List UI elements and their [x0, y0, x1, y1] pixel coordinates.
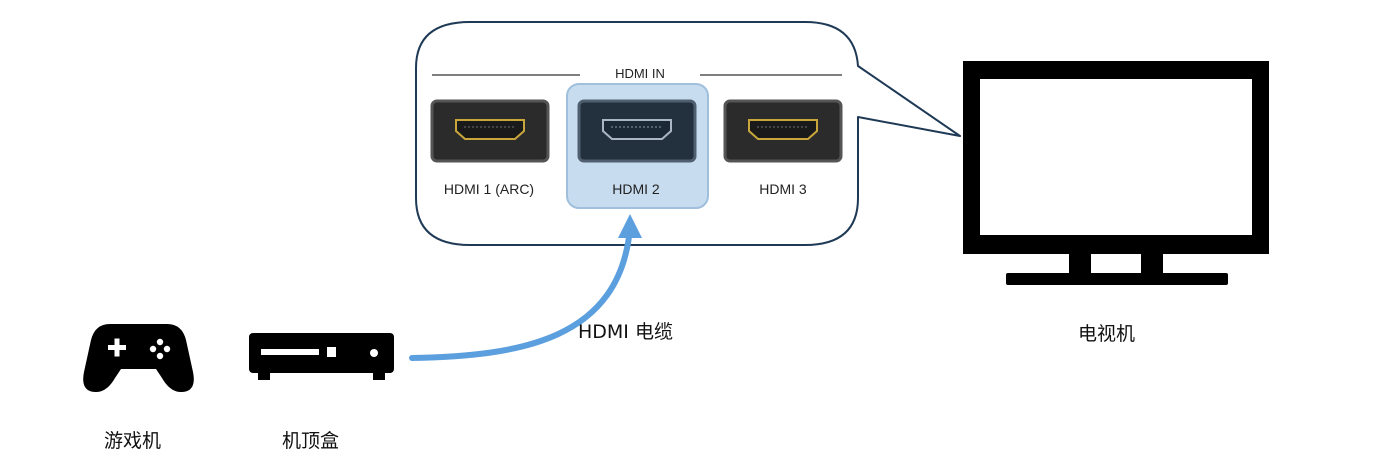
hdmi-port-1[interactable]	[430, 99, 550, 163]
hdmi-port-1-label: HDMI 1 (ARC)	[443, 181, 535, 197]
hdmi-cable-arrow	[409, 225, 633, 361]
hdmi-port-2-label: HDMI 2	[612, 181, 660, 197]
tv-label: 电视机	[1078, 323, 1136, 345]
game-console-label: 游戏机	[104, 430, 162, 452]
set-top-box-label: 机顶盒	[282, 430, 340, 452]
hdmi-port-2-connector	[602, 119, 672, 140]
set-top-box-icon	[249, 333, 394, 380]
hdmi-port-3-connector	[748, 119, 818, 140]
tv-icon	[963, 61, 1269, 285]
hdmi-port-3[interactable]	[723, 99, 843, 163]
hdmi-cable-arrowhead	[618, 214, 642, 238]
hdmi-cable-label: HDMI 电缆	[578, 321, 673, 343]
hdmi-port-3-label: HDMI 3	[759, 181, 807, 197]
hdmi-in-header: HDMI IN	[580, 66, 700, 81]
hdmi-port-1-connector	[455, 119, 525, 140]
gamepad-icon	[83, 324, 194, 392]
hdmi-port-2[interactable]	[577, 99, 697, 163]
